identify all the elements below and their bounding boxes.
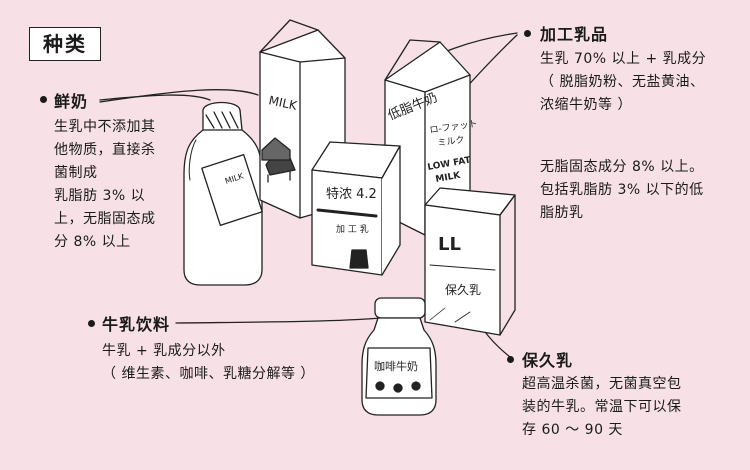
processed-line: 无脂固态成分 8% 以上。 xyxy=(540,159,704,175)
processed-line: 生乳 70% 以上 + 乳成分 xyxy=(540,51,707,67)
fresh-line: 分 8% 以上 xyxy=(54,234,131,250)
processed-milk-heading: 加工乳品 xyxy=(540,25,609,44)
pointer-line-drink xyxy=(175,317,383,324)
fresh-line: 他物质，直接杀 xyxy=(54,142,156,158)
drink-line: （ 维生素、咖啡、乳糖分解等 ） xyxy=(102,366,315,382)
long-life-text: 超高温杀菌，无菌真空包 装的牛乳。常温下可以保 存 60 ～ 90 天 xyxy=(522,373,682,442)
low-fat-en-label-2: MILK xyxy=(435,171,462,185)
pointer-line-fresh-2 xyxy=(99,89,259,103)
fresh-line: 乳脂肪 3% 以 xyxy=(54,188,146,204)
fresh-milk-text: 生乳中不添加其 他物质，直接杀 菌制成 乳脂肪 3% 以 上，无脂固态成 分 8… xyxy=(54,116,156,254)
fresh-line: 上，无脂固态成 xyxy=(54,211,156,227)
processed-box-label: 加 工 乳 xyxy=(336,223,369,235)
long-life-heading: 保久乳 xyxy=(522,351,574,370)
ll-box-label: LL xyxy=(438,234,461,255)
ll-line: 超高温杀菌，无菌真空包 xyxy=(522,376,682,392)
low-fat-sub-label-2: ミルク xyxy=(437,134,465,149)
bullet-processed xyxy=(524,30,531,37)
milk-drink-text: 牛乳 + 乳成分以外 （ 维生素、咖啡、乳糖分解等 ） xyxy=(102,340,315,386)
drink-line: 牛乳 + 乳成分以外 xyxy=(102,343,226,359)
glass-bottle xyxy=(183,101,263,286)
processed-milk-text-2: 无脂固态成分 8% 以上。 包括乳脂肪 3% 以下的低 脂肪乳 xyxy=(540,156,704,225)
processed-line: 浓缩牛奶等 ） xyxy=(540,97,632,113)
long-life-box xyxy=(424,187,516,336)
special-milk-box xyxy=(311,141,401,276)
coffee-bottle-label: 咖啡牛奶 xyxy=(374,359,418,373)
ll-line: 装的牛乳。常温下可以保 xyxy=(522,399,682,415)
milk-carton-label: MILK xyxy=(267,93,299,113)
ll-line: 存 60 ～ 90 天 xyxy=(522,422,623,438)
pointer-line-fresh xyxy=(99,94,211,101)
bullet-fresh xyxy=(40,96,47,103)
bullet-drink xyxy=(88,320,95,327)
page-title: 种类 xyxy=(29,27,101,61)
fresh-line: 生乳中不添加其 xyxy=(54,119,156,135)
ll-box-sub-label: 保久乳 xyxy=(445,283,481,297)
bullet-ll xyxy=(507,356,514,363)
processed-line: 包括乳脂肪 3% 以下的低 xyxy=(540,182,704,198)
fresh-line: 菌制成 xyxy=(54,165,98,181)
processed-line: 脂肪乳 xyxy=(540,205,584,221)
coffee-milk-bottle xyxy=(361,297,437,416)
milk-drink-heading: 牛乳饮料 xyxy=(102,315,171,334)
fresh-milk-heading: 鲜奶 xyxy=(54,92,89,111)
special-box-label: 特浓 4.2 xyxy=(326,187,377,202)
processed-milk-text: 生乳 70% 以上 + 乳成分 （ 脱脂奶粉、无盐黄油、 浓缩牛奶等 ） xyxy=(540,48,706,117)
processed-line: （ 脱脂奶粉、无盐黄油、 xyxy=(540,74,705,90)
